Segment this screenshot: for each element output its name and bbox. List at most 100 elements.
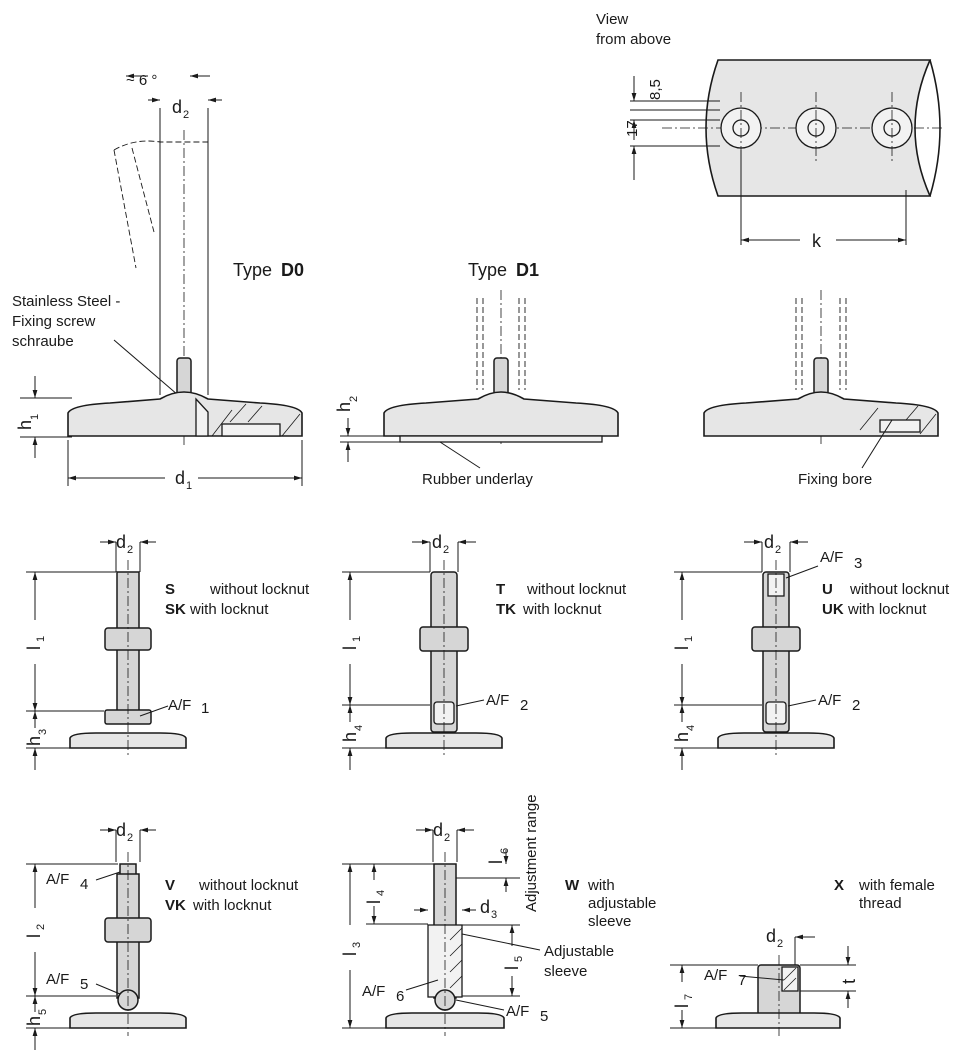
callout-line3: schraube [12, 333, 74, 350]
u-af2-index: 2 [852, 697, 860, 714]
rubber-underlay [399, 435, 603, 443]
x-text-line1: with female [858, 877, 935, 894]
callout-leader [785, 565, 819, 579]
d0-d2-symbol: d [172, 97, 182, 117]
tk-text: with locknut [522, 601, 602, 618]
w-af6-label: A/F [362, 983, 385, 1000]
h4-symbol: h [672, 732, 692, 742]
v-code: V [165, 877, 175, 894]
l4-subscript: 4 [375, 890, 387, 896]
s-text: without locknut [209, 581, 310, 598]
vk-code: VK [165, 897, 186, 914]
w-text-line3: sleeve [588, 913, 631, 930]
dim-17-label: 17 [624, 120, 641, 137]
threaded-stud [493, 357, 509, 397]
type-d1-prefix: Type [468, 260, 507, 280]
fixing-bore-label: Fixing bore [798, 471, 872, 488]
u-af3-index: 3 [854, 555, 862, 572]
type-t-drawing: d 2 l 1 h 4 A/F 2 T without locknut TK w… [340, 532, 627, 770]
h4-subscript: 4 [353, 725, 365, 731]
x-af7-label: A/F [704, 967, 727, 984]
callout-leader [95, 871, 121, 881]
rubber-label: Rubber underlay [422, 471, 533, 488]
v-d2-symbol: d [116, 820, 126, 840]
callout-leader [405, 979, 439, 991]
hatching [859, 405, 937, 435]
callout-leader [439, 441, 481, 469]
l5-symbol: l [502, 966, 522, 970]
h2-subscript: 2 [348, 396, 360, 402]
w-text-line1: with [587, 877, 615, 894]
s-af-label: A/F [168, 697, 191, 714]
x-d2-symbol: d [766, 926, 776, 946]
callout-leader [787, 699, 817, 707]
base-plate [715, 1012, 841, 1029]
type-d0-drawing: ~ 6 ° d 2 Type D0 Stainless Steel - Fixi… [12, 72, 304, 492]
u-af3-label: A/F [820, 549, 843, 566]
view-label-line1: View [596, 11, 628, 28]
w-code: W [565, 877, 580, 894]
h4-symbol: h [340, 732, 360, 742]
s-d2-symbol: d [116, 532, 126, 552]
callout-leader [139, 705, 169, 717]
t-d2-subscript: 2 [443, 544, 449, 556]
l4-symbol: l [364, 900, 384, 904]
l1-symbol: l [672, 646, 692, 650]
w-af5-label: A/F [506, 1003, 529, 1020]
type-d1-drawing: Type D1 Rubber underlay h 2 [334, 260, 619, 488]
type-s-drawing: d 2 l 1 h 3 A/F 1 S without locknut SK w… [24, 532, 310, 770]
h1-subscript: 1 [29, 414, 41, 420]
callout-leader [739, 975, 785, 981]
view-from-above: View from above 8,5 17 k [596, 11, 944, 251]
w-d2-subscript: 2 [444, 832, 450, 844]
l1-subscript: 1 [35, 636, 47, 642]
l2-symbol: l [24, 934, 44, 938]
s-code: S [165, 581, 175, 598]
u-d2-symbol: d [764, 532, 774, 552]
t-af-index: 2 [520, 697, 528, 714]
sk-code: SK [165, 601, 186, 618]
callout-line2: Fixing screw [12, 313, 96, 330]
l1-subscript: 1 [351, 636, 363, 642]
h5-symbol: h [24, 1016, 44, 1026]
hatching [449, 927, 463, 989]
v-af4-index: 4 [80, 876, 88, 893]
l6-symbol: l [486, 860, 506, 864]
l1-symbol: l [340, 646, 360, 650]
callout-leader [861, 419, 893, 469]
l2-subscript: 2 [35, 924, 47, 930]
s-af-index: 1 [201, 700, 209, 717]
threaded-stud [176, 357, 192, 397]
type-v-drawing: d 2 l 2 h 5 A/F 4 A/F 5 V without locknu… [24, 820, 299, 1050]
l5-subscript: 5 [513, 956, 525, 962]
vk-text: with locknut [192, 897, 272, 914]
s-d2-subscript: 2 [127, 544, 133, 556]
type-d0-code: D0 [281, 260, 304, 280]
d1-subscript: 1 [186, 480, 192, 492]
dim-k-label: k [812, 231, 822, 251]
uk-text: with locknut [847, 601, 927, 618]
h3-subscript: 3 [37, 729, 49, 735]
v-af4-label: A/F [46, 871, 69, 888]
type-u-drawing: d 2 l 1 h 4 A/F 3 A/F 2 U without locknu… [672, 532, 950, 770]
v-text: without locknut [198, 877, 299, 894]
h5-subscript: 5 [37, 1009, 49, 1015]
d1-symbol: d [175, 468, 185, 488]
adjustable-line1: Adjustable [544, 943, 614, 960]
v-af5-label: A/F [46, 971, 69, 988]
u-d2-subscript: 2 [775, 544, 781, 556]
top-view-hole-right [871, 92, 913, 164]
threaded-stud [813, 357, 829, 397]
l1-subscript: 1 [683, 636, 695, 642]
type-x-drawing: X with female thread d 2 l 7 t A/F 7 [670, 877, 935, 1036]
d1-base [383, 391, 619, 437]
callout-leader [95, 983, 121, 995]
l1-symbol: l [24, 646, 44, 650]
fixing-bore-drawing: Fixing bore [703, 290, 939, 488]
view-label-line2: from above [596, 31, 671, 48]
l7-symbol: l [672, 1004, 692, 1008]
callout-leader [455, 999, 505, 1011]
x-af7-index: 7 [738, 972, 746, 989]
l6-subscript: 6 [499, 848, 511, 854]
